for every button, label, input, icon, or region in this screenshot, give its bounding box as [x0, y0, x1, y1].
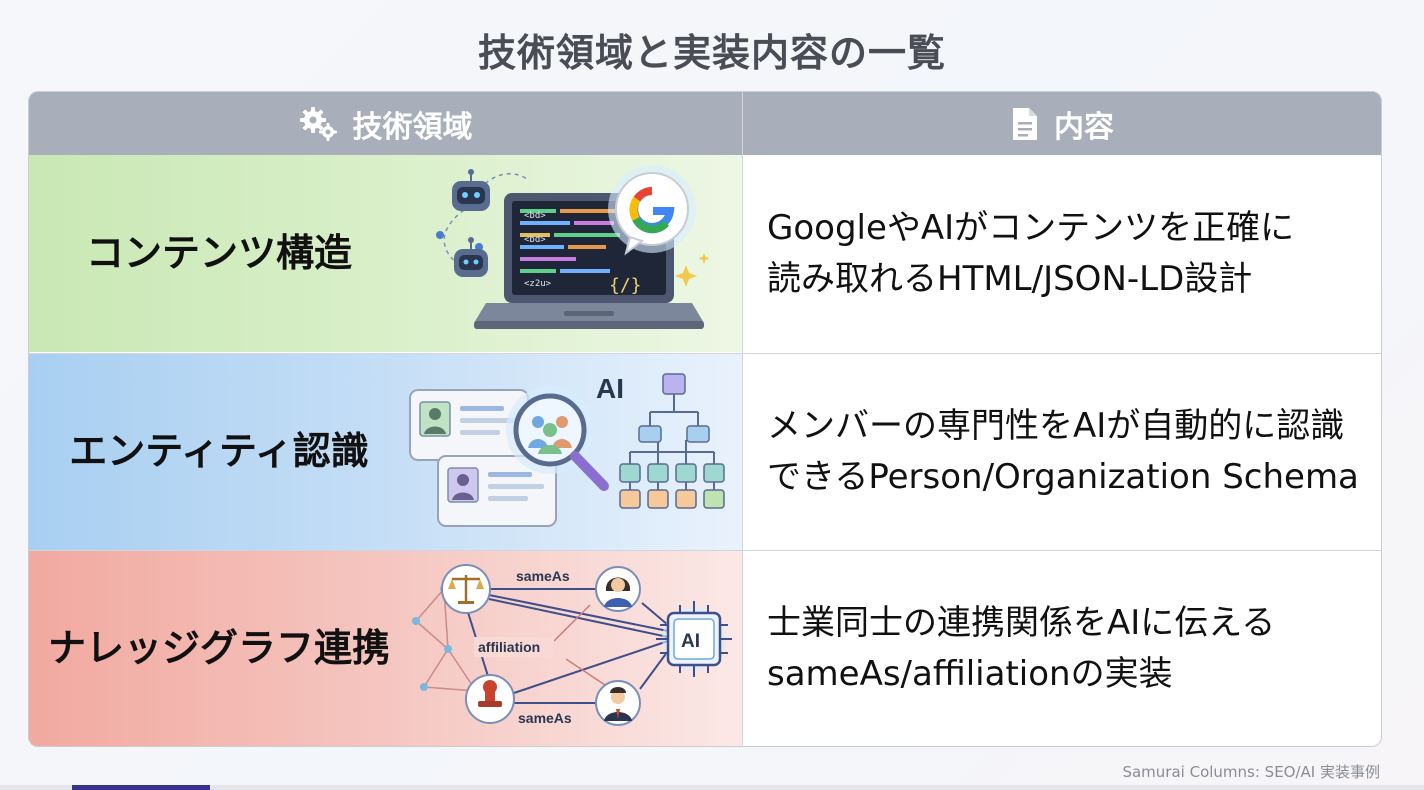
- domain-cell: コンテンツ構造: [29, 155, 742, 352]
- header-content-label: 内容: [1054, 109, 1114, 145]
- header-domain: 技術領域: [29, 92, 742, 155]
- ai-chip-icon: AI: [656, 601, 732, 677]
- profile-cards-magnifier-ai-illustration: AI: [404, 364, 734, 540]
- header-domain-label: 技術領域: [352, 109, 473, 145]
- chip-label: AI: [681, 631, 700, 652]
- content-cell: 士業同士の連携関係をAIに伝える sameAs/affiliationの実装: [743, 551, 1381, 746]
- content-line: sameAs/affiliationの実装: [767, 654, 1173, 694]
- content-line: 士業同士の連携関係をAIに伝える: [767, 603, 1276, 643]
- bottom-strip-block: [72, 785, 210, 790]
- ai-label: AI: [596, 373, 624, 404]
- laptop-icon: <bd> <bd> <z2u> {/}: [474, 193, 704, 329]
- domain-label-line: 連携: [314, 626, 391, 671]
- person-avatar-icon: [595, 566, 641, 612]
- stamp-icon: [465, 674, 515, 724]
- domain-label-line: ナレッジグラフ: [47, 626, 314, 671]
- robot-icon: [452, 169, 490, 211]
- content-line: GoogleやAIがコンテンツを正確に: [767, 207, 1295, 248]
- header-content: 内容: [743, 92, 1381, 155]
- footer-caption: Samurai Columns: SEO/AI 実装事例: [1122, 763, 1380, 781]
- document-icon: [1010, 106, 1040, 142]
- bottom-strip: [0, 785, 1424, 790]
- code-tag: <bd>: [524, 211, 546, 221]
- gears-icon: [299, 106, 339, 142]
- domain-label-line: エンティティ認識: [69, 429, 369, 474]
- content-line: 読み取れるHTML/JSON-LD設計: [767, 258, 1253, 299]
- edge-label: sameAs: [516, 568, 570, 584]
- tech-table: 技術領域 内容 コンテンツ構造: [28, 91, 1382, 747]
- magnifier-icon: [506, 386, 609, 491]
- domain-cell: ナレッジグラフ 連携: [29, 551, 742, 746]
- table-row: エンティティ認識: [29, 353, 1381, 550]
- knowledge-graph-network-illustration: sameAs affiliation sameAs: [404, 561, 734, 737]
- content-cell: GoogleやAIがコンテンツを正確に 読み取れるHTML/JSON-LD設計: [743, 155, 1381, 352]
- scales-icon: [441, 564, 491, 614]
- domain-label: ナレッジグラフ 連携: [39, 551, 399, 746]
- domain-label-line: コンテンツ構造: [85, 230, 352, 275]
- table-row: ナレッジグラフ 連携: [29, 550, 1381, 746]
- code-brace: {/}: [609, 275, 642, 296]
- hierarchy-icon: [619, 373, 725, 509]
- person-avatar-icon: [595, 680, 641, 726]
- column-divider: [742, 92, 743, 746]
- robot-icon: [454, 237, 488, 277]
- content-line: できるPerson/Organization Schema: [767, 457, 1359, 497]
- profile-card-icon: [437, 455, 557, 527]
- edge-label: affiliation: [478, 639, 540, 655]
- google-logo-icon: [608, 165, 696, 256]
- page-title: 技術領域と実装内容の一覧: [477, 31, 946, 75]
- domain-cell: エンティティ認識: [29, 354, 742, 550]
- code-tag: <z2u>: [524, 279, 552, 289]
- content-cell: メンバーの専門性をAIが自動的に認識 できるPerson/Organizatio…: [743, 354, 1381, 550]
- edge-label: sameAs: [518, 710, 572, 726]
- content-line: メンバーの専門性をAIが自動的に認識: [767, 406, 1345, 446]
- laptop-code-google-robots-illustration: <bd> <bd> <z2u> {/}: [404, 165, 734, 341]
- table-row: コンテンツ構造: [29, 155, 1381, 352]
- domain-label: エンティティ認識: [39, 354, 399, 550]
- code-tag: <bd>: [524, 235, 546, 245]
- domain-label: コンテンツ構造: [39, 155, 399, 352]
- table-header: 技術領域 内容: [29, 92, 1381, 155]
